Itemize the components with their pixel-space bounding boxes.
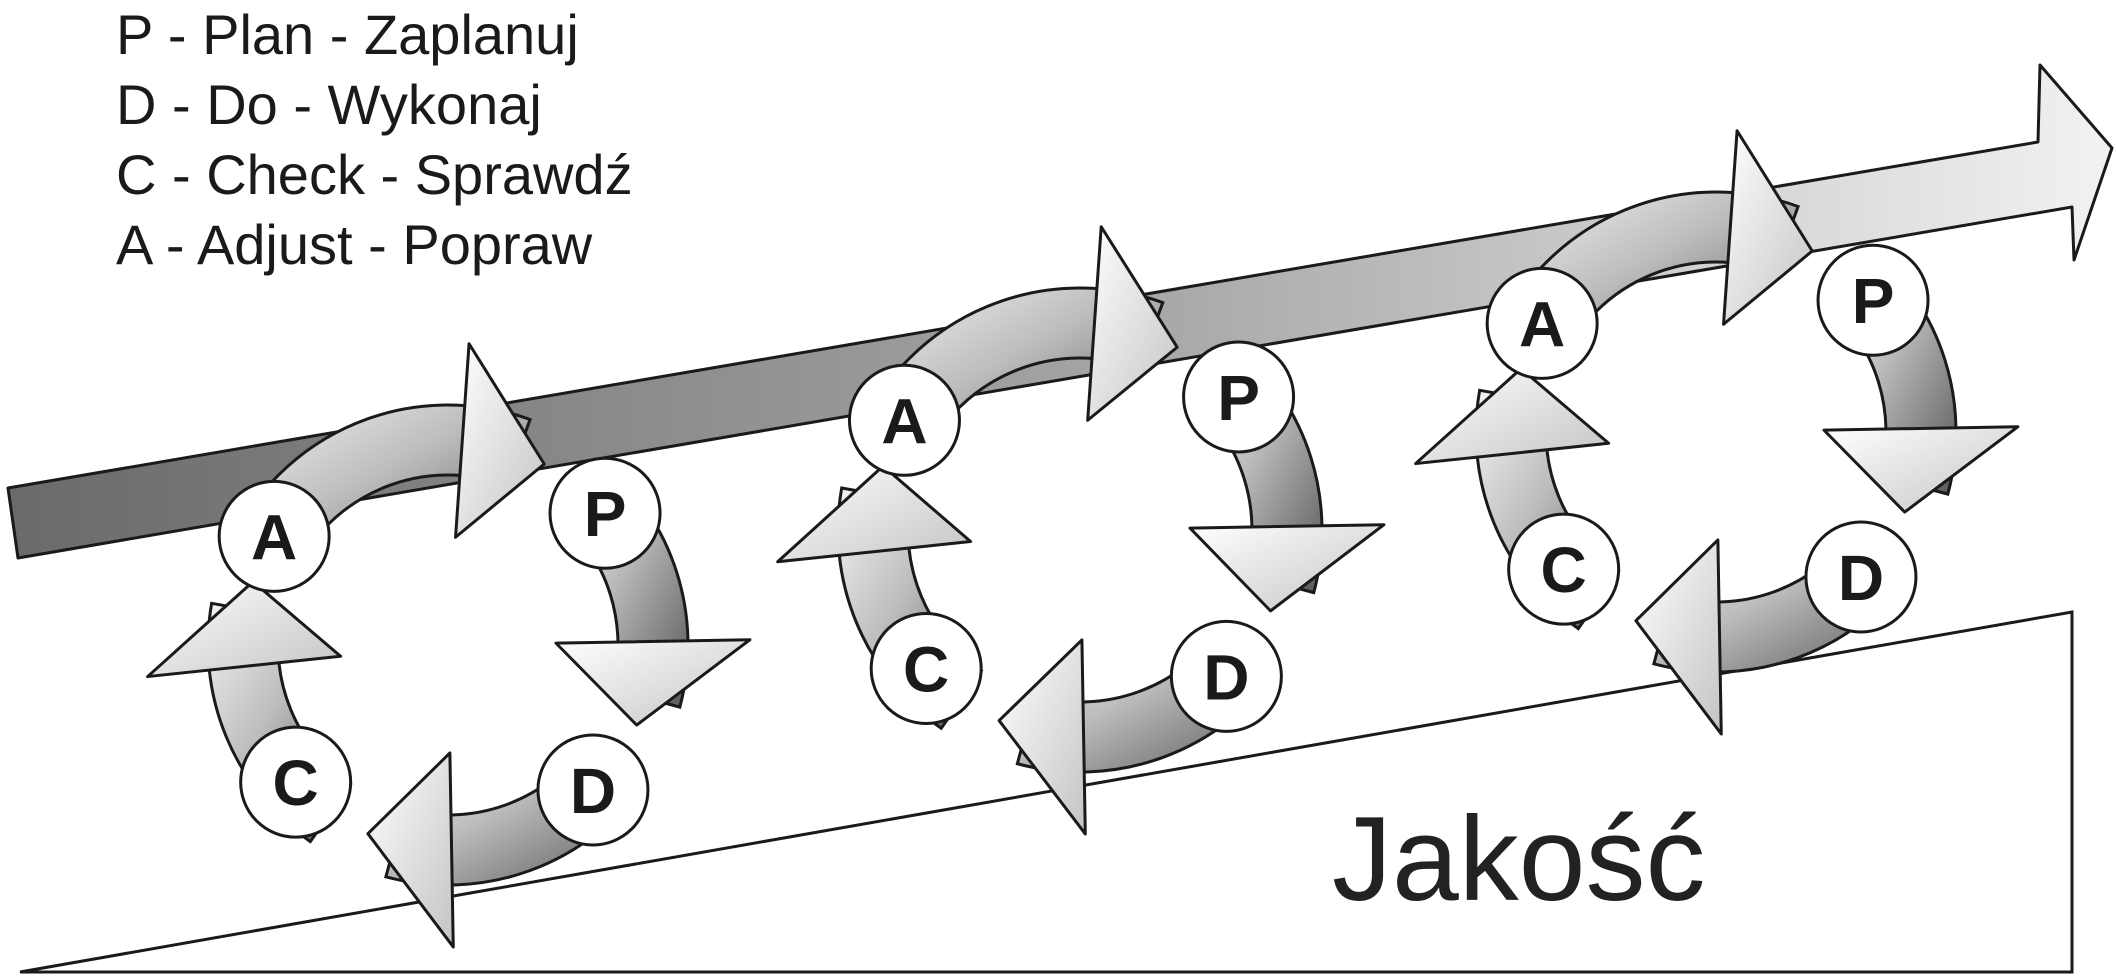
cycle-2-badge-check-circle <box>869 612 983 726</box>
cycle-3-badge-adjust-letter: A <box>1519 288 1565 360</box>
cycle-2-badge-adjust: A <box>847 363 961 477</box>
cycle-2-badge-do-circle <box>1169 619 1283 733</box>
cycle-1-badge-adjust: A <box>217 479 331 593</box>
cycle-2-badge-adjust-circle <box>847 363 961 477</box>
cycle-1-badge-do-circle <box>536 733 650 847</box>
quality-label: Jakość <box>1332 792 1705 926</box>
cycle-3-badge-check-letter: C <box>1541 534 1587 606</box>
cycle-3-badge-do: D <box>1804 520 1918 634</box>
legend: P - Plan - Zaplanuj D - Do - Wykonaj C -… <box>116 0 633 280</box>
cycle-3-badge-check-circle <box>1507 512 1621 626</box>
cycle-1-badge-do: D <box>536 733 650 847</box>
cycle-3-badge-do-circle <box>1804 520 1918 634</box>
cycle-2-badge-plan: P <box>1182 340 1296 454</box>
cycle-2-badge-check: C <box>869 612 983 726</box>
cycle-3-badge-adjust-circle <box>1485 266 1599 380</box>
cycle-1-badge-plan: P <box>548 456 662 570</box>
cycle-2-badge-do-letter: D <box>1203 641 1249 713</box>
cycle-1-arrow-head-4 <box>146 580 343 679</box>
cycle-2-badge-plan-circle <box>1182 340 1296 454</box>
legend-adjust: A - Adjust - Popraw <box>116 213 593 276</box>
cycle-3-badge-do-letter: D <box>1838 542 1884 614</box>
cycle-3-arrow-head-2 <box>1822 425 2020 514</box>
cycle-3-badge-plan: P <box>1816 243 1930 357</box>
cycle-1-badge-check-circle <box>239 725 353 839</box>
cycle-3-badge-check: C <box>1507 512 1621 626</box>
cycle-3-arrow-head-3 <box>1634 538 1723 736</box>
legend-do: D - Do - Wykonaj <box>116 73 542 136</box>
cycle-2-arrow-head-1 <box>1086 225 1179 422</box>
cycle-1-badge-plan-circle <box>548 456 662 570</box>
cycle-3-badge-plan-circle <box>1816 243 1930 357</box>
cycle-1-badge-plan-letter: P <box>584 478 627 550</box>
cycle-1-arrow-head-2 <box>554 638 752 727</box>
cycle-3-badge-plan-letter: P <box>1852 265 1895 337</box>
cycle-2-badge-check-letter: C <box>903 634 949 706</box>
legend-check: C - Check - Sprawdź <box>116 143 633 206</box>
cycle-1-badge-check: C <box>239 725 353 839</box>
cycle-1-badge-adjust-circle <box>217 479 331 593</box>
quality-ramp <box>19 610 2074 974</box>
cycle-3-arrow-head-4 <box>1414 367 1611 466</box>
cycle-2-arrow-head-2 <box>1188 523 1386 613</box>
cycle-1-badge-adjust-letter: A <box>251 501 297 573</box>
legend-plan: P - Plan - Zaplanuj <box>116 3 579 66</box>
cycle-2-arrow-head-4 <box>776 464 973 564</box>
cycle-1-badge-check-letter: C <box>273 747 319 819</box>
cycle-2-badge-adjust-letter: A <box>881 385 927 457</box>
cycle-2-arrow-head-3 <box>997 638 1087 836</box>
cycle-1-badge-do-letter: D <box>570 755 616 827</box>
cycle-2-badge-do: D <box>1169 619 1283 733</box>
cycle-1-arrow-head-1 <box>454 342 546 539</box>
cycle-3-badge-adjust: A <box>1485 266 1599 380</box>
cycle-1-arrow-head-3 <box>366 751 455 949</box>
cycle-3-arrow-head-1 <box>1722 129 1814 326</box>
cycle-2-badge-plan-letter: P <box>1217 362 1260 434</box>
